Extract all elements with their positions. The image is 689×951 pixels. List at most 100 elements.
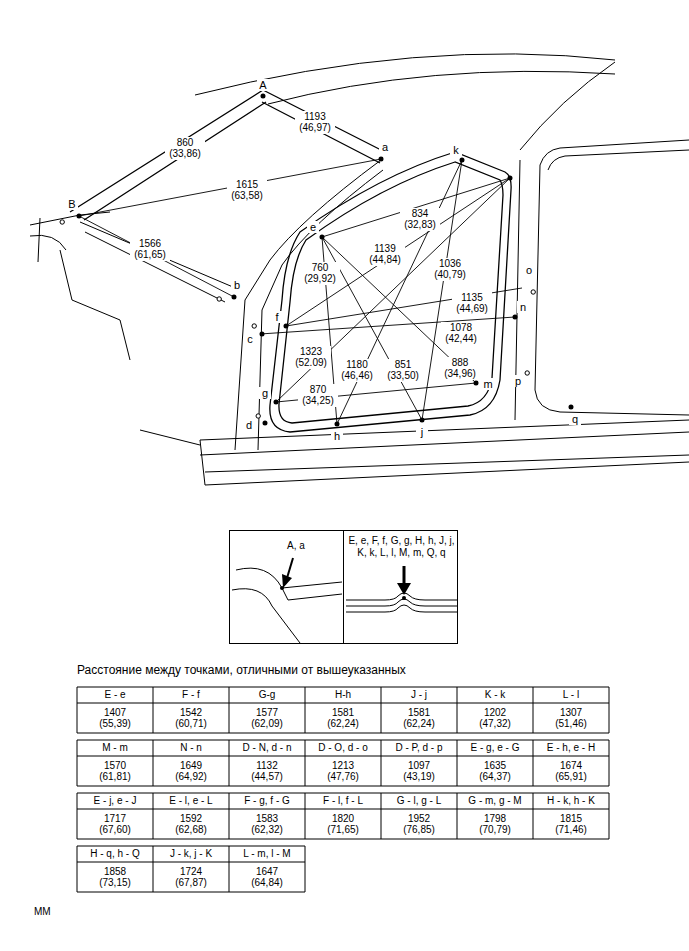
table-value-cell: 1581 (62,24) xyxy=(399,707,439,730)
inset-panel: A, a xyxy=(229,530,344,644)
dimension-value: 1615 (63,58) xyxy=(227,179,267,202)
windshield-frame xyxy=(70,90,385,220)
dimension-value: 1566 (61,65) xyxy=(130,238,170,261)
table-value-cell: 1592 (62,68) xyxy=(171,813,211,836)
table-value-cell: 1581 (62,24) xyxy=(323,707,363,730)
point-letter: j xyxy=(416,426,428,439)
inset-drawings xyxy=(232,558,458,643)
point-letter: p xyxy=(512,375,524,388)
point-letter: b xyxy=(231,279,243,292)
point-letter: g xyxy=(259,387,271,400)
table-value-cell: 1717 (67,60) xyxy=(95,813,135,836)
table-header-cell: N - n xyxy=(155,742,227,754)
table-header-cell: M - m xyxy=(79,742,151,754)
body-outline xyxy=(30,54,689,485)
table-value-cell: 1097 (43,19) xyxy=(399,760,439,783)
table-value-cell: 1858 (73,15) xyxy=(95,866,135,889)
table-header-cell: F - l, f - L xyxy=(307,795,379,807)
point-letter: d xyxy=(243,419,255,432)
dimension-value: 851 (33,50) xyxy=(383,359,423,382)
table-header-cell: E - e xyxy=(79,689,151,701)
table-heading: Расстояние между точками, отличными от в… xyxy=(77,664,406,678)
point-letter: f xyxy=(271,311,283,324)
point-list: A, a xyxy=(278,540,314,552)
flange-detail xyxy=(346,593,458,612)
table-value-cell: 1213 (47,76) xyxy=(323,760,363,783)
dimension-value: 888 (34,96) xyxy=(440,357,480,380)
table-header-cell: J - j xyxy=(383,689,455,701)
table-header-cell: H - k, h - K xyxy=(535,795,607,807)
cowl-lines xyxy=(30,212,240,360)
b-pillar xyxy=(515,62,689,420)
table-row-grid xyxy=(77,793,609,839)
table-header-cell: H - q, h - Q xyxy=(79,848,151,860)
table-row-grid xyxy=(77,740,609,786)
unit-note: ММ xyxy=(34,906,51,918)
point-letter: q xyxy=(569,413,581,426)
dimension-value: 1036 (40,79) xyxy=(430,258,470,281)
table-header-cell: D - P, d - p xyxy=(383,742,455,754)
measurement-points xyxy=(77,94,574,427)
table-value-cell: 1724 (67,87) xyxy=(171,866,211,889)
dimension-value: 870 (34,25) xyxy=(298,384,338,407)
table-value-cell: 1952 (76,85) xyxy=(399,813,439,836)
locator-dot xyxy=(280,586,284,590)
dimension-value: 1193 (46,97) xyxy=(295,111,335,134)
table-header-cell: H-h xyxy=(307,689,379,701)
point-letter: c xyxy=(244,333,256,346)
dimension-value: 1323 (52.09) xyxy=(291,346,331,369)
table-value-cell: 1798 (70,79) xyxy=(475,813,515,836)
rocker-sill xyxy=(140,420,689,485)
table-value-cell: 1649 (64,92) xyxy=(171,760,211,783)
table-value-cell: 1307 (51,46) xyxy=(551,707,591,730)
table-value-cell: 1674 (65,91) xyxy=(551,760,591,783)
table-value-cell: 1570 (61,81) xyxy=(95,760,135,783)
dimension-value: 1078 (42,44) xyxy=(441,322,481,345)
table-value-cell: 1815 (71,46) xyxy=(551,813,591,836)
point-letter: h xyxy=(331,430,343,443)
table-row-grid xyxy=(77,846,305,892)
locator-arrow-shaft xyxy=(403,566,406,584)
dimension-value: 834 (32,83) xyxy=(400,208,440,231)
dimension-value: 1139 (44,84) xyxy=(365,243,405,266)
table-header-cell: G-g xyxy=(231,689,303,701)
inset-panel: E, e, F, f, G, g, H, h, J, j, K, k, L, l… xyxy=(343,530,458,644)
table-header-cell: E - j, e - J xyxy=(79,795,151,807)
roof-line xyxy=(195,54,615,104)
table-header-cell: D - N, d - n xyxy=(231,742,303,754)
point-list: E, e, F, f, G, g, H, h, J, j, K, k, L, l… xyxy=(348,535,455,558)
table-header-cell: F - g, f - G xyxy=(231,795,303,807)
table-value-cell: 1542 (60,71) xyxy=(171,707,211,730)
table-header-cell: J - k, j - K xyxy=(155,848,227,860)
table-value-cell: 1583 (62,32) xyxy=(247,813,287,836)
table-row-grid xyxy=(77,687,609,733)
dimension-value: 1135 (44,69) xyxy=(452,292,492,315)
point-letter: A xyxy=(257,79,269,92)
table-header-cell: F - f xyxy=(155,689,227,701)
locator-arrow-shaft xyxy=(287,558,293,578)
table-value-cell: 1820 (71,65) xyxy=(323,813,363,836)
table-value-cell: 1647 (64,84) xyxy=(247,866,287,889)
point-letter: a xyxy=(379,141,391,154)
table-header-cell: L - m, l - M xyxy=(231,848,303,860)
table-value-cell: 1577 (62,09) xyxy=(247,707,287,730)
table-value-cell: 1407 (55,39) xyxy=(95,707,135,730)
dimension-value: 760 (29,92) xyxy=(300,262,340,285)
point-letter: m xyxy=(482,378,494,391)
table-header-cell: L - l xyxy=(535,689,607,701)
point-letter: o xyxy=(523,264,535,277)
table-header-cell: E - l, e - L xyxy=(155,795,227,807)
table-value-cell: 1202 (47,32) xyxy=(475,707,515,730)
table-header-cell: G - m, g - M xyxy=(459,795,531,807)
locator-dot xyxy=(402,596,406,600)
point-letter: B xyxy=(66,198,78,211)
dimension-value: 860 (33,86) xyxy=(165,137,205,160)
measurement-lines xyxy=(79,159,522,424)
pillar-detail xyxy=(232,568,342,643)
point-letter: n xyxy=(517,301,529,314)
point-letter: k xyxy=(450,144,462,157)
table-value-cell: 1132 (44,57) xyxy=(247,760,287,783)
table-header-cell: E - h, e - H xyxy=(535,742,607,754)
locator-arrow-head xyxy=(397,583,411,595)
